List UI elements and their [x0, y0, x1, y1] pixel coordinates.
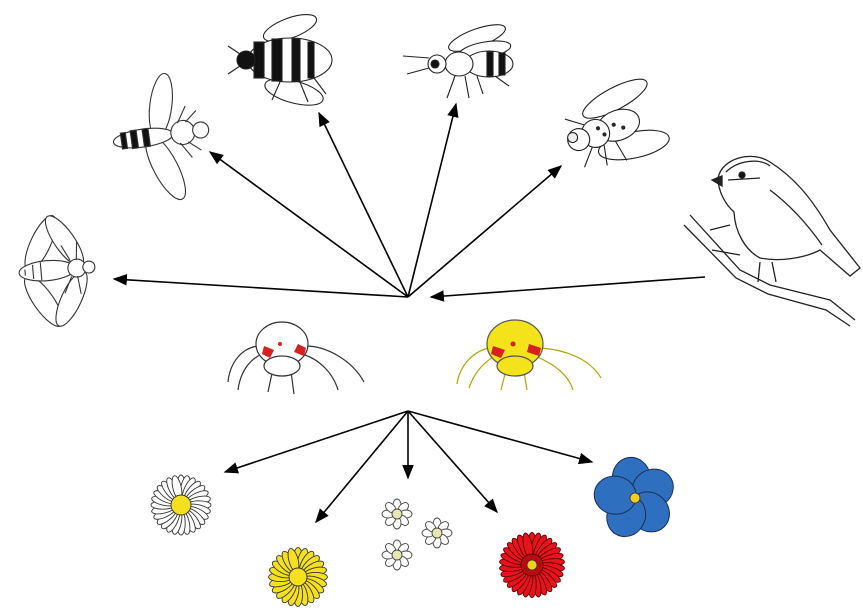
arrow-to-housefly: [408, 166, 561, 297]
blue-tit-icon: [684, 156, 860, 326]
daisy-white-icon: [151, 475, 211, 535]
arrow-to-honeybee: [408, 104, 456, 297]
daisy-yellow-icon: [268, 547, 327, 606]
hoverfly-upper-icon: [105, 66, 219, 212]
honeybee-icon: [403, 19, 513, 98]
arrow-to-bumblebee: [319, 113, 408, 297]
arrow-to-hoverfly-upper: [210, 152, 408, 297]
blue-flower-icon: [592, 454, 680, 543]
gerbera-red-icon: [499, 532, 565, 598]
bumblebee-icon: [228, 9, 332, 110]
arrow-to-daisy-white: [225, 411, 408, 472]
arrow-to-hoverfly-left: [114, 279, 408, 297]
crab-spider-yellow-icon: [457, 320, 601, 390]
arrow-to-gerbera-red: [408, 411, 497, 512]
housefly-icon: [554, 70, 675, 182]
small-white-flowers-icon: [382, 499, 452, 570]
crab-spider-white-icon: [228, 322, 364, 394]
arrow-from-blue-tit: [431, 277, 705, 297]
hoverfly-left-icon: [12, 208, 100, 334]
arrow-to-blue-flower: [408, 411, 592, 462]
